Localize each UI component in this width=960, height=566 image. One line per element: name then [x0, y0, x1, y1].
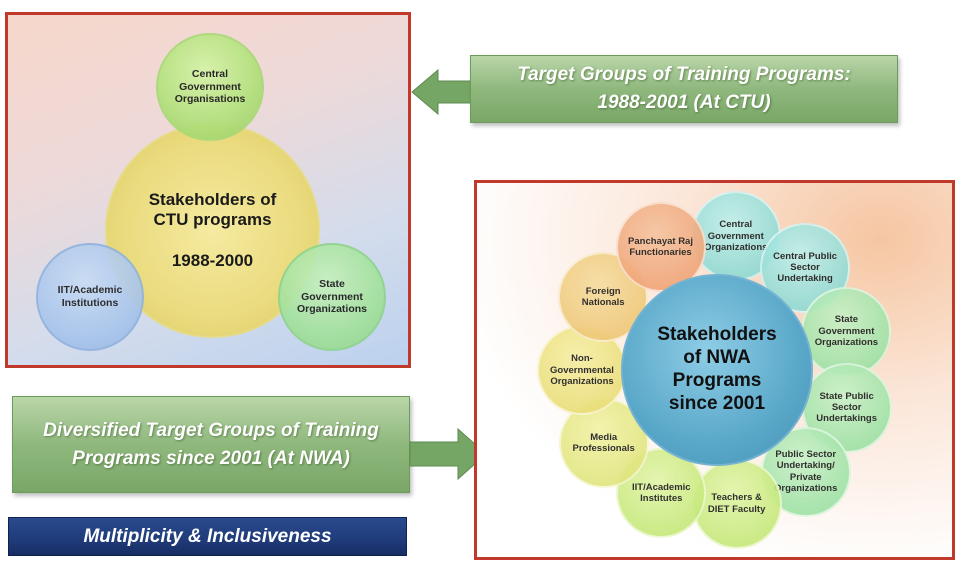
nwa-circle-teachers-diet: Teachers & DIET Faculty — [691, 458, 782, 549]
nwa-circle-label: Media Professionals — [572, 431, 635, 455]
arrow-left-icon — [411, 68, 475, 116]
multiplicity-inclusiveness-label: Multiplicity & Inclusiveness — [8, 517, 407, 556]
ctu-top-circle: Central Government Organisations — [156, 33, 264, 141]
nwa-circle-label: Central Public Sector Undertaking — [773, 250, 838, 285]
nwa-circle-state-government: State Government Organizations — [801, 286, 892, 377]
ctu-right-label: State Government Organizations — [296, 278, 367, 316]
nwa-circle-label: Teachers & DIET Faculty — [707, 492, 766, 515]
nwa-center-circle: Stakeholders of NWA Programs since 2001 — [621, 274, 813, 466]
nwa-center-label: Stakeholders of NWA Programs since 2001 — [657, 324, 777, 414]
nwa-circle-label: IIT/Academic Institutes — [631, 481, 691, 504]
nwa-circle-label: Non- Governmental Organizations — [550, 353, 614, 388]
nwa-circle-label: State Government Organizations — [814, 314, 879, 349]
ctu-center-label: Stakeholders of CTU programs 1988-2000 — [148, 189, 277, 270]
nwa-circle-label: Central Government Organizations — [704, 219, 768, 253]
nwa-circle-label: Panchayat Raj Functionaries — [628, 235, 693, 259]
nwa-circle-label: Public Sector Undertaking/ Private Organ… — [774, 448, 838, 495]
nwa-circle-state-public-sector: State Public Sector Undertakings — [801, 362, 892, 453]
ctu-top-label: Central Government Organisations — [174, 68, 246, 106]
ctu-diagram-panel: Stakeholders of CTU programs 1988-2000 C… — [5, 12, 411, 368]
nwa-circle-label: State Public Sector Undertakings — [816, 390, 877, 425]
ctu-left-label: IIT/Academic Institutions — [57, 284, 123, 309]
ctu-right-circle: State Government Organizations — [278, 243, 386, 351]
nwa-circle-label: Foreign Nationals — [581, 285, 625, 309]
nwa-target-groups-banner: Diversified Target Groups of Training Pr… — [12, 396, 410, 493]
arrow-right-icon — [409, 427, 487, 481]
ctu-target-groups-banner: Target Groups of Training Programs: 1988… — [470, 55, 898, 123]
ctu-left-circle: IIT/Academic Institutions — [36, 243, 144, 351]
